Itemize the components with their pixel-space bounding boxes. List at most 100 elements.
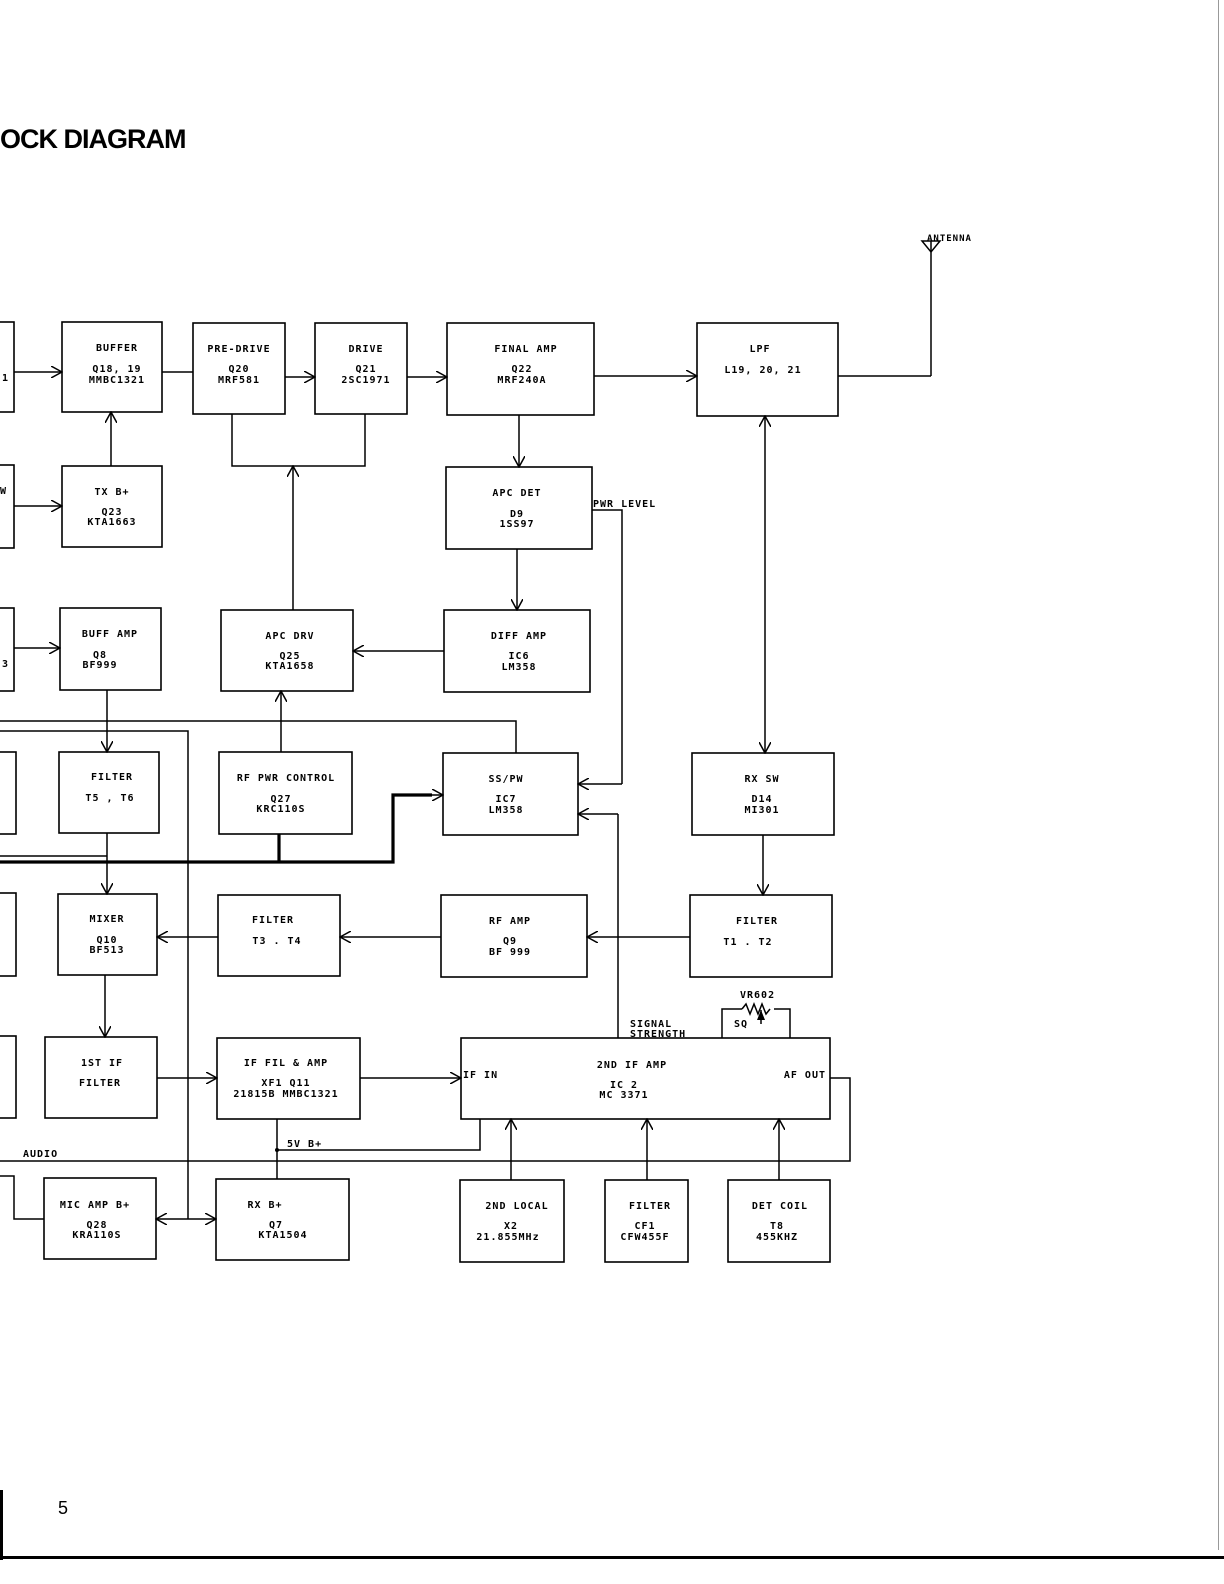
block-sspw-ref: IC7 <box>495 794 516 805</box>
block-rxsw-name: RX SW <box>744 774 779 785</box>
block-diffamp-part: LM358 <box>501 662 536 673</box>
right-edge-line <box>1218 0 1219 1550</box>
block-rxsw-part: MI301 <box>744 805 779 816</box>
if-in-label: IF IN <box>463 1070 498 1081</box>
block-rfamp-part: BF 999 <box>489 947 531 958</box>
block-rxb-part: KTA1504 <box>258 1230 307 1241</box>
block-filter34-name: FILTER <box>252 915 294 926</box>
block-predrive-name: PRE-DRIVE <box>207 344 270 355</box>
block-sspw-part: LM358 <box>488 805 523 816</box>
block-mixer: MIXER Q10 BF513 <box>57 893 158 976</box>
block-firstif-ref: FILTER <box>79 1078 121 1089</box>
block-detcoil-name: DET COIL <box>752 1201 808 1212</box>
block-buff-amp: BUFF AMP Q8 BF999 <box>59 607 162 691</box>
block-rf-amp: RF AMP Q9 BF 999 <box>440 894 588 978</box>
block-apcdet-name: APC DET <box>492 488 541 499</box>
partial-label-3: 3 <box>2 659 9 670</box>
block-mixer-name: MIXER <box>89 914 124 925</box>
power-audio-wires: 5V B+ AUDIO <box>0 1077 851 1220</box>
block-1st-if-filter: 1ST IF FILTER <box>44 1036 158 1119</box>
af-out-label: AF OUT <box>784 1070 826 1081</box>
vr602-squelch: VR602 SQ <box>721 990 791 1038</box>
block-sspw-name: SS/PW <box>488 774 523 785</box>
signal-label-2: STRENGTH <box>630 1029 686 1040</box>
control-bus-wires <box>0 720 517 1219</box>
block-rx-b: RX B+ Q7 KTA1504 <box>215 1178 350 1261</box>
page-title: OCK DIAGRAM <box>0 124 186 154</box>
block-filter34-ref: T3 . T4 <box>252 936 301 947</box>
block-firstif-name: 1ST IF <box>81 1058 123 1069</box>
antenna-symbol: ANTENNA <box>838 234 971 377</box>
block-rfamp-ref: Q9 <box>503 936 517 947</box>
partial-label-2: W <box>0 486 7 497</box>
block-finalamp-ref: Q22 <box>511 364 532 375</box>
block-txb-ref: Q23 <box>101 507 122 518</box>
block-apcdrv-name: APC DRV <box>265 631 314 642</box>
block-apc-det: APC DET D9 1SS97 <box>445 466 593 550</box>
block-det-coil: DET COIL T8 455KHZ <box>727 1179 831 1263</box>
block-mixer-part: BF513 <box>89 945 124 956</box>
block-iffil-part: 21815B MMBC1321 <box>233 1089 338 1100</box>
block-filter12-name: FILTER <box>736 916 778 927</box>
block-apcdet-ref: D9 <box>510 509 524 520</box>
block-micamp-ref: Q28 <box>86 1220 107 1231</box>
signal-label-1: SIGNAL <box>630 1019 672 1030</box>
tx-chain-wires <box>14 372 697 752</box>
block-filtercf-part: CFW455F <box>620 1232 669 1243</box>
block-rfpwr-part: KRC110S <box>256 804 305 815</box>
partial-label-1: 1 <box>2 373 9 384</box>
block-lpf-ref: L19, 20, 21 <box>724 365 801 376</box>
vr602-label: VR602 <box>740 990 775 1001</box>
block-drive-ref: Q21 <box>355 364 376 375</box>
pwr-level-wire: PWR LEVEL <box>578 499 656 784</box>
block-if-fil-amp: IF FIL & AMP XF1 Q11 21815B MMBC1321 <box>216 1037 361 1120</box>
block-diffamp-ref: IC6 <box>508 651 529 662</box>
block-rxb-name: RX B+ <box>247 1200 282 1211</box>
block-mic-amp-b: MIC AMP B+ Q28 KRA110S <box>43 1177 157 1260</box>
block-rfamp-name: RF AMP <box>489 916 531 927</box>
block-rxb-ref: Q7 <box>269 1220 283 1231</box>
block-2nd-if-amp: 2ND IF AMP IC 2 MC 3371 IF IN AF OUT <box>460 1037 831 1120</box>
block-2nd-local: 2ND LOCAL X2 21.855MHz <box>459 1179 565 1263</box>
block-filter-t3-t4: FILTER T3 . T4 <box>217 894 341 977</box>
block-final-amp: FINAL AMP Q22 MRF240A <box>446 322 595 416</box>
block-iffil-name: IF FIL & AMP <box>244 1058 328 1069</box>
pwr-level-label: PWR LEVEL <box>593 499 656 510</box>
block-filter12-ref: T1 . T2 <box>723 937 772 948</box>
page-number: 5 <box>58 1498 69 1518</box>
block-txb-part: KTA1663 <box>87 517 136 528</box>
block-predrive-part: MRF581 <box>218 375 260 386</box>
block-filter56-ref: T5 , T6 <box>85 793 134 804</box>
block-buffamp-ref: Q8 <box>93 650 107 661</box>
block-apc-drv: APC DRV Q25 KTA1658 <box>220 609 354 692</box>
block-diffamp-name: DIFF AMP <box>491 631 547 642</box>
block-secondif-part: MC 3371 <box>599 1090 648 1101</box>
block-apcdrv-ref: Q25 <box>279 651 300 662</box>
block-iffil-ref: XF1 Q11 <box>261 1078 310 1089</box>
block-finalamp-name: FINAL AMP <box>494 344 557 355</box>
block-secondlocal-name: 2ND LOCAL <box>485 1201 548 1212</box>
block-buffamp-part: BF999 <box>82 660 117 671</box>
five-volt-label: 5V B+ <box>287 1139 322 1150</box>
audio-label: AUDIO <box>23 1149 58 1160</box>
block-predrive-ref: Q20 <box>228 364 249 375</box>
sq-label: SQ <box>734 1019 748 1030</box>
block-detcoil-ref: T8 <box>770 1221 784 1232</box>
block-buffer-part: MMBC1321 <box>89 375 145 386</box>
block-rfpwr-ref: Q27 <box>270 794 291 805</box>
rx-chain-wires: SIGNAL STRENGTH <box>105 814 763 1078</box>
block-drive: DRIVE Q21 2SC1971 <box>314 322 408 415</box>
block-buffer-ref: Q18, 19 <box>92 364 141 375</box>
block-rfpwr-name: RF PWR CONTROL <box>237 773 335 784</box>
partial-left-boxes: 1 W 3 <box>0 321 17 1119</box>
bottom-edge-line <box>0 1556 1224 1559</box>
block-secondif-ref: IC 2 <box>610 1080 638 1091</box>
block-tx-b: TX B+ Q23 KTA1663 <box>61 465 163 548</box>
block-lpf-name: LPF <box>749 344 770 355</box>
block-buffer-name: BUFFER <box>96 343 138 354</box>
block-filter-cf1: FILTER CF1 CFW455F <box>604 1179 689 1263</box>
block-filter-t1-t2: FILTER T1 . T2 <box>689 894 833 978</box>
block-rx-sw: RX SW D14 MI301 <box>691 752 835 836</box>
